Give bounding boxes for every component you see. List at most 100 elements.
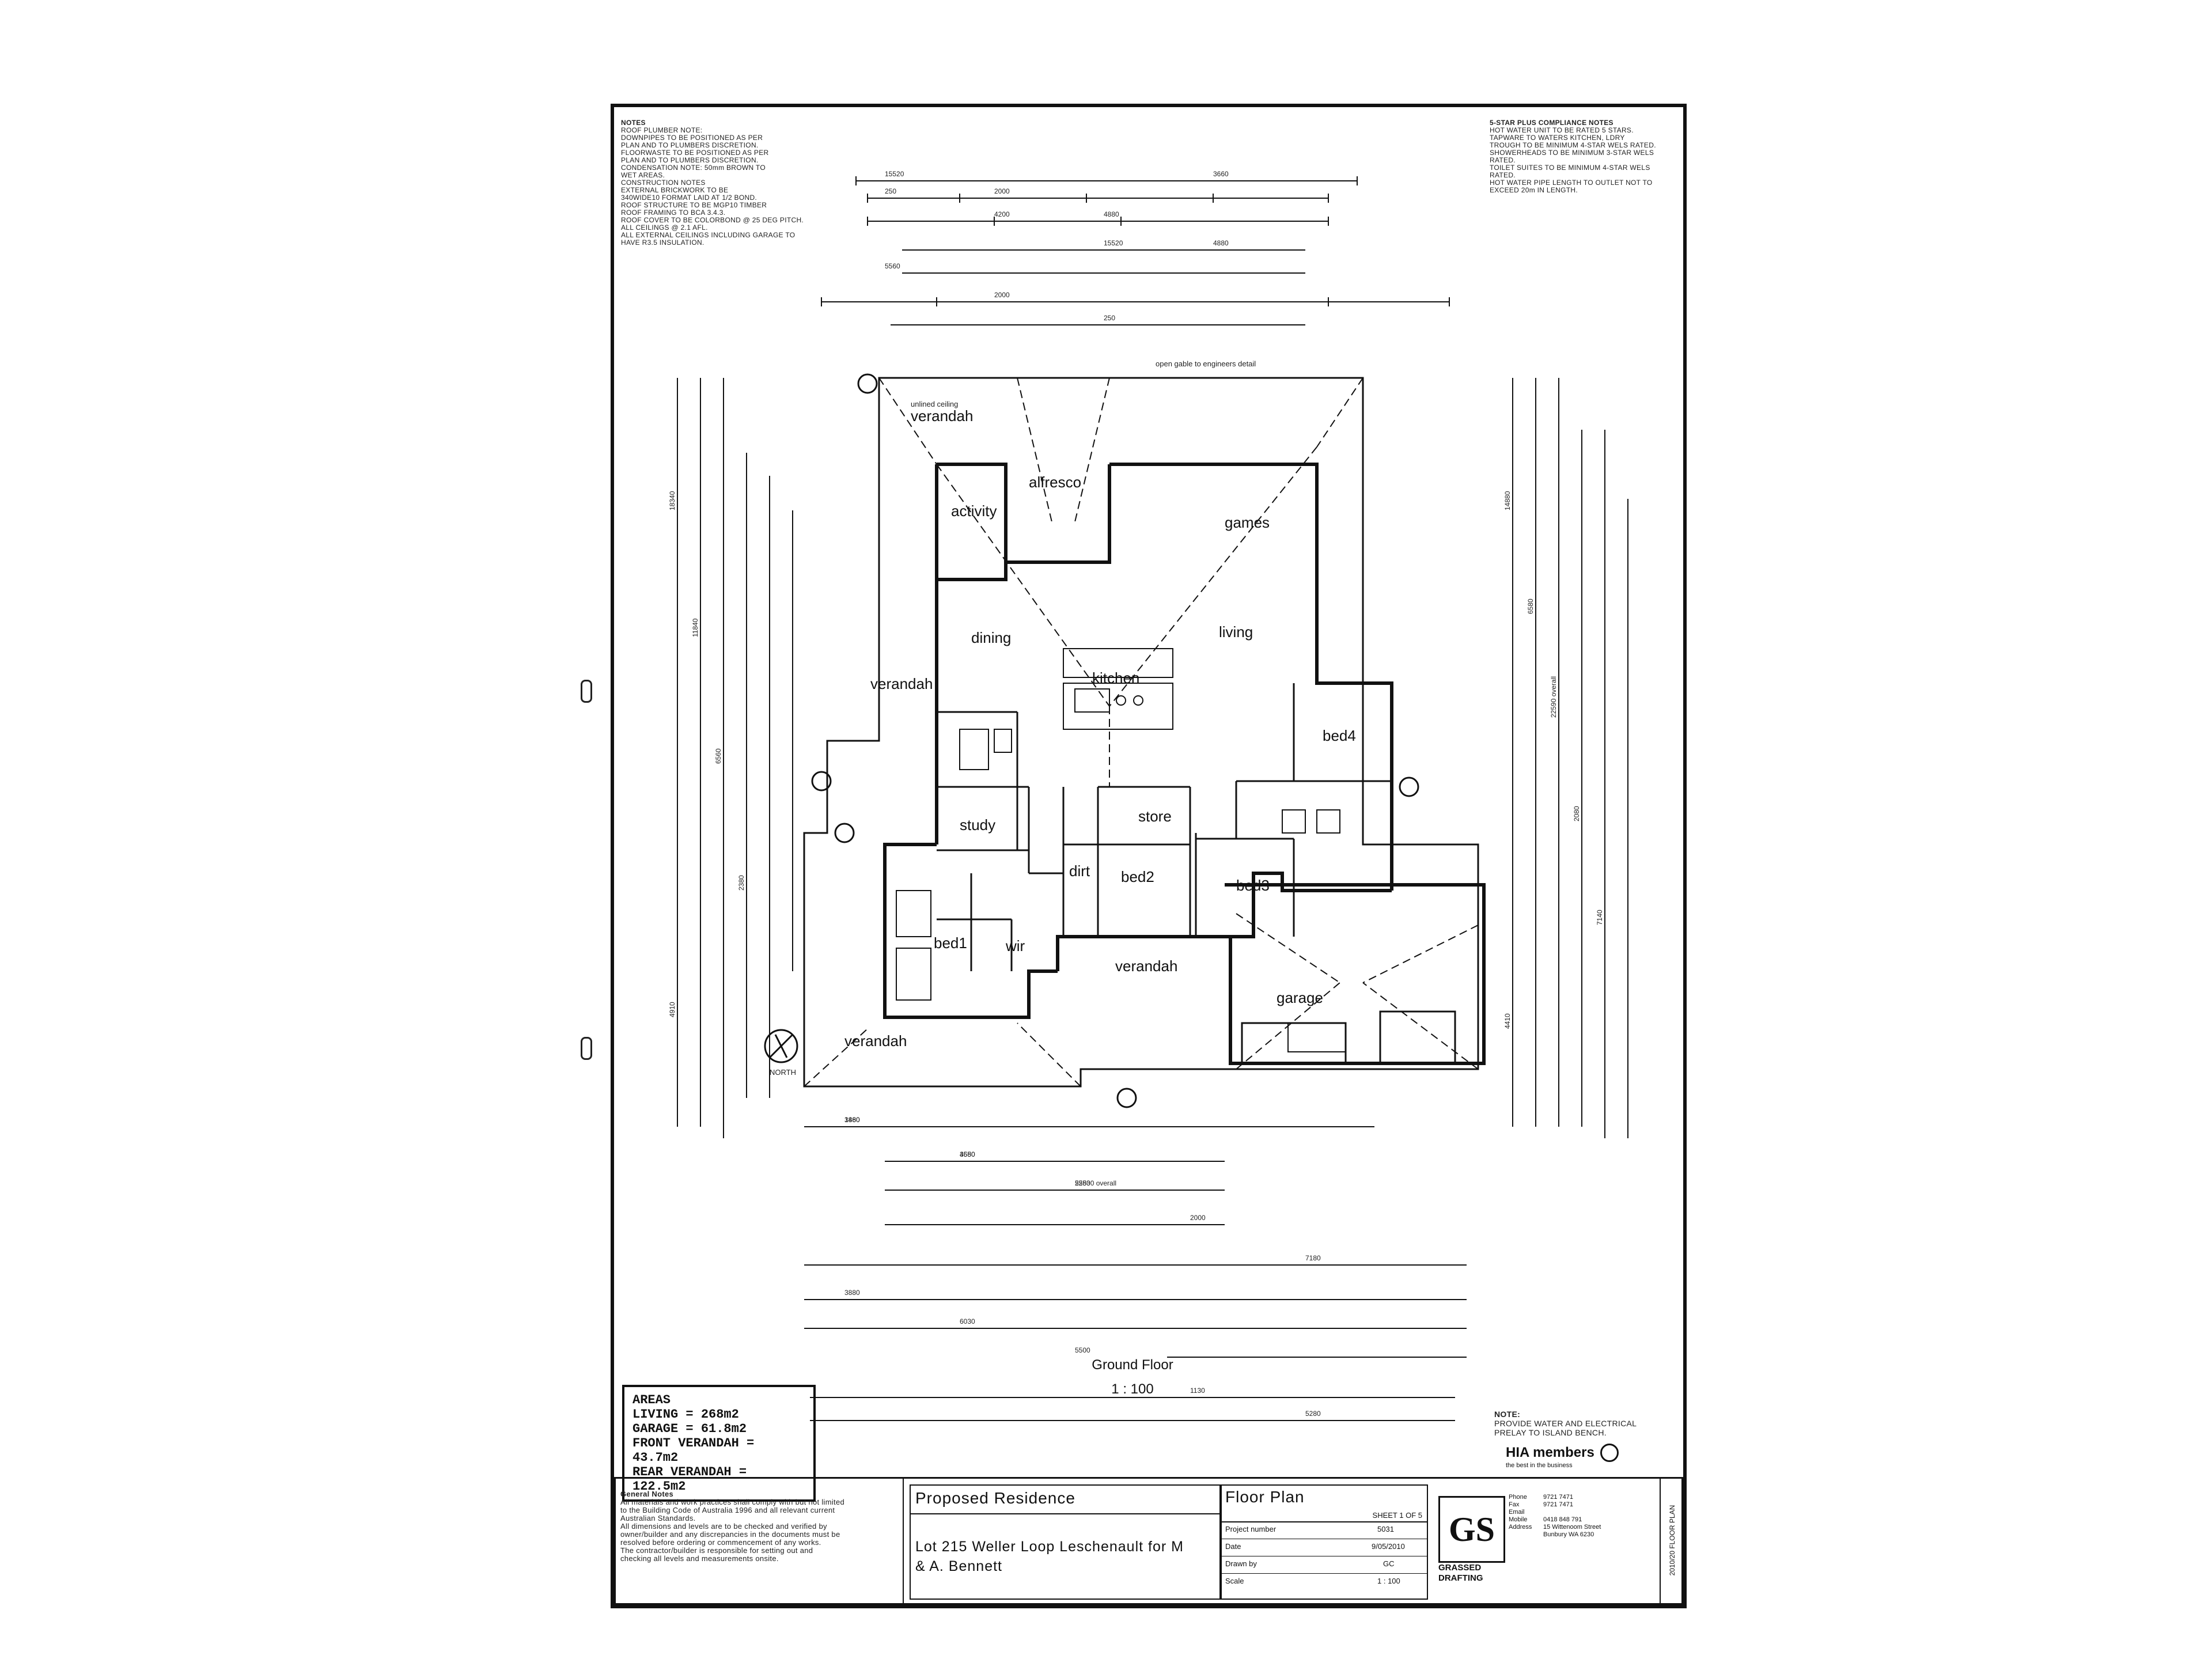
date-label: Date	[1225, 1542, 1241, 1551]
kitchen-fittings	[1063, 648, 1173, 730]
bottom-dimension-lines	[804, 1126, 1467, 1421]
project-title: Proposed Residence	[915, 1489, 1075, 1507]
dimension-bottom: 3580	[960, 1150, 975, 1158]
island-note-line: PROVIDE WATER AND ELECTRICAL	[1494, 1419, 1637, 1428]
construction-note-line: ALL CEILINGS @ 2.1 AFL.	[621, 224, 708, 232]
dimension-top: 4880	[1213, 239, 1229, 247]
external-walls	[883, 463, 1486, 1065]
room-label-living: living	[1219, 623, 1253, 641]
dimension-bottom: 3880	[844, 1289, 860, 1297]
room-label-verandah-side: verandah	[870, 675, 933, 692]
room-label-bed3: bed3	[1236, 877, 1270, 894]
drawing-info-cell: Floor Plan SHEET 1 OF 5 Project number 5…	[1221, 1484, 1428, 1600]
project-number-label: Project number	[1225, 1525, 1277, 1533]
room-label-garage: garage	[1277, 989, 1323, 1006]
town-value: Bunbury WA 6230	[1543, 1531, 1594, 1538]
caption-title: Ground Floor	[1092, 1357, 1173, 1373]
dimension-left: 11840	[691, 618, 699, 637]
construction-note-line: DOWNPIPES TO BE POSITIONED AS PER	[621, 134, 763, 142]
company-logo: GS	[1438, 1496, 1505, 1563]
project-address-1: Lot 215 Weller Loop Leschenault for M	[915, 1539, 1184, 1555]
construction-note-line: HAVE R3.5 INSULATION.	[621, 238, 704, 247]
dimension-bottom: 25530 overall	[1075, 1179, 1116, 1187]
areas-box: AREAS LIVING = 268m2 GARAGE = 61.8m2 FRO…	[622, 1385, 816, 1502]
right-dimension-lines	[1512, 378, 1628, 1138]
date-value: 9/05/2010	[1372, 1542, 1405, 1551]
construction-note-line: ROOF STRUCTURE TO BE MGP10 TIMBER	[621, 201, 767, 209]
hia-tagline: the best in the business	[1506, 1462, 1573, 1469]
island-note-line: NOTE:	[1494, 1410, 1521, 1419]
dimension-top: 2000	[994, 187, 1010, 195]
dimension-bottom: 2000	[1190, 1214, 1206, 1222]
construction-note-line: ALL EXTERNAL CEILINGS INCLUDING GARAGE T…	[621, 231, 796, 239]
general-note-line: to the Building Code of Australia 1996 a…	[620, 1506, 835, 1514]
company-name-2: DRAFTING	[1438, 1573, 1483, 1583]
dimension-top: 15520	[885, 170, 904, 178]
top-dimension-ticks	[821, 176, 1450, 306]
dimension-top: 4200	[994, 210, 1010, 218]
dimension-right: 2080	[1573, 806, 1581, 821]
compliance-note-line: 5-STAR PLUS COMPLIANCE NOTES	[1490, 119, 1613, 127]
top-dimension-lines	[821, 180, 1449, 325]
open-gable-note: open gable to engineers detail	[1156, 359, 1256, 368]
compliance-note-line: RATED.	[1490, 156, 1516, 164]
construction-note-line: ROOF PLUMBER NOTE:	[621, 126, 703, 134]
room-label-verandah-entry: verandah	[1115, 957, 1177, 975]
room-label-dirt: dirt	[1069, 862, 1090, 880]
side-stamp: 2010/20 FLOOR PLAN	[1668, 1505, 1676, 1576]
address-value: 15 Wittenoom Street	[1543, 1524, 1601, 1531]
compliance-note-line: TOILET SUITES TO BE MINIMUM 4-STAR WELS	[1490, 164, 1650, 172]
drawn-by-label: Drawn by	[1225, 1559, 1257, 1568]
construction-note-line: ROOF COVER TO BE COLORBOND @ 25 DEG PITC…	[621, 216, 804, 224]
dimension-bottom: 5280	[1075, 1179, 1090, 1187]
dimension-right: 4410	[1503, 1013, 1512, 1029]
dimension-top: 250	[1104, 314, 1115, 322]
dimension-top: 15520	[1104, 239, 1123, 247]
dimension-right: 22590 overall	[1550, 676, 1558, 718]
compliance-note-line: TAPWARE TO WATERS KITCHEN, LDRY	[1490, 134, 1625, 142]
area-rear-verandah: REAR VERANDAH = 122.5m2	[632, 1465, 747, 1494]
drawing-title: Floor Plan	[1225, 1488, 1305, 1506]
phone-value: 9721 7471	[1543, 1494, 1573, 1501]
dimension-right: 14880	[1503, 491, 1512, 510]
dimension-top: 250	[885, 187, 896, 195]
dimension-bottom: 5280	[1305, 1410, 1321, 1418]
internal-walls	[937, 683, 1392, 971]
scale-label: Scale	[1225, 1577, 1244, 1585]
dimension-left: 4910	[668, 1002, 676, 1017]
room-label-bed4: bed4	[1323, 727, 1356, 744]
side-stamp-cell: 2010/20 FLOOR PLAN	[1660, 1479, 1684, 1604]
dimension-top: 5560	[885, 262, 900, 270]
construction-note-line: PLAN AND TO PLUMBERS DISCRETION.	[621, 141, 759, 149]
construction-note-line: EXTERNAL BRICKWORK TO BE	[621, 186, 729, 194]
room-label-verandah-front: verandah	[844, 1032, 907, 1050]
general-note-line: resolved before ordering or commencement…	[620, 1538, 821, 1547]
areas-heading: AREAS	[632, 1393, 671, 1407]
area-garage: GARAGE = 61.8m2	[632, 1422, 747, 1436]
dimension-bottom: 5500	[1075, 1346, 1090, 1354]
hia-logo: HIA members the best in the business	[1506, 1444, 1667, 1469]
general-note-line: checking all levels and measurements ons…	[620, 1554, 779, 1563]
construction-note-line: FLOORWASTE TO BE POSITIONED AS PER	[621, 149, 769, 157]
project-cell: Proposed Residence Lot 215 Weller Loop L…	[910, 1484, 1221, 1600]
floor-plan: activity alfresco games dining living ki…	[668, 170, 1628, 1421]
north-label: NORTH	[770, 1068, 796, 1077]
email-label: Email	[1509, 1509, 1525, 1516]
fax-label: Fax	[1509, 1501, 1520, 1508]
room-label-games: games	[1225, 514, 1270, 531]
caption-scale: 1 : 100	[1111, 1381, 1154, 1397]
garage-doors	[1241, 1010, 1456, 1065]
roof-hip-lines	[804, 377, 1479, 1087]
construction-note-line: WET AREAS.	[621, 171, 665, 179]
unlined-ceiling-note: unlined ceiling	[911, 400, 958, 408]
dimension-top: 2000	[994, 291, 1010, 299]
room-label-bed1: bed1	[934, 934, 967, 952]
room-label-kitchen: kitchen	[1092, 669, 1139, 687]
construction-note-line: NOTES	[621, 119, 646, 127]
